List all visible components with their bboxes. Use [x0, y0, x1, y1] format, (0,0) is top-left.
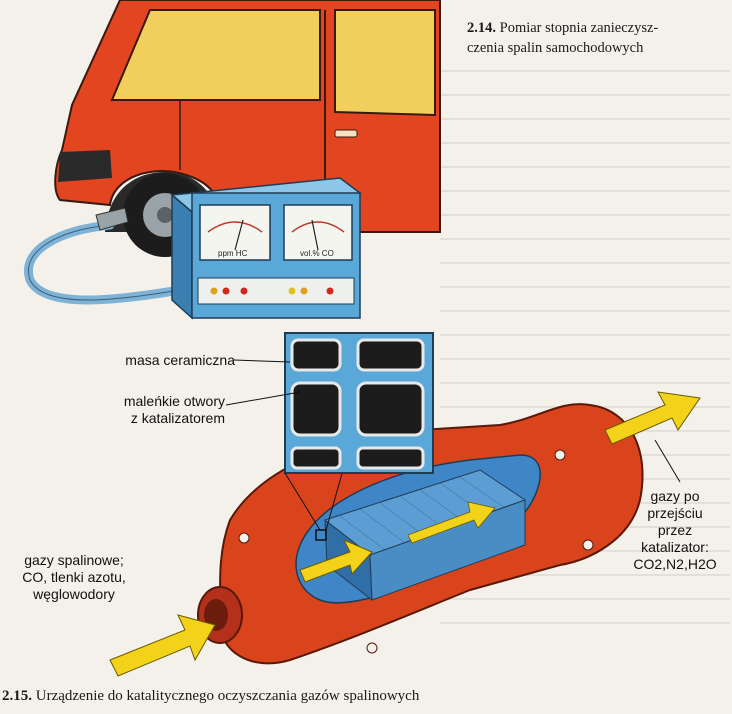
- meter-right-label: vol.% CO: [300, 249, 334, 258]
- label-exhaust-in-line3: węglowodory: [33, 586, 115, 602]
- label-exhaust-in: gazy spalinowe; CO, tlenki azotu, węglow…: [0, 552, 148, 603]
- label-exhaust-out-line2: przejściu: [647, 505, 703, 521]
- figure-2-14-number: 2.14.: [467, 20, 496, 36]
- label-exhaust-out-formula: CO2,N2,H2O: [633, 556, 717, 572]
- figure-2-14-caption-line1: Pomiar stopnia zanieczysz-: [499, 20, 659, 36]
- label-exhaust-out-line3: przez: [657, 522, 693, 538]
- arrow-inner-in: [299, 539, 373, 583]
- figure-2-14-caption: 2.14. Pomiar stopnia zanieczysz- czenia …: [467, 18, 729, 58]
- label-exhaust-out-line1: gazy po: [650, 488, 700, 504]
- label-exhaust-in-line2: CO, tlenki azotu,: [22, 569, 126, 585]
- car-illustration: [54, 0, 441, 257]
- label-small-holes-line2: z katalizatorem: [130, 410, 225, 426]
- label-ceramic-mass: masa ceramiczna: [125, 352, 235, 368]
- figure-2-14-caption-line2: czenia spalin samochodowych: [467, 40, 644, 56]
- label-small-holes: maleńkie otwory z katalizatorem: [95, 393, 225, 427]
- arrow-out: [604, 391, 701, 445]
- figure-2-15-caption-text: Urządzenie do katalitycznego oczyszczani…: [35, 688, 420, 704]
- figure-2-15-caption: 2.15. Urządzenie do katalitycznego oczys…: [2, 686, 702, 706]
- exhaust-analyzer: ppm HC vol.% CO: [170, 177, 362, 320]
- arrow-in: [109, 614, 216, 677]
- label-exhaust-out: gazy po przejściu przez katalizator: CO2…: [622, 488, 728, 573]
- label-small-holes-line1: maleńkie otwory: [123, 393, 225, 409]
- figure-2-15-number: 2.15.: [2, 688, 32, 704]
- meter-left-label: ppm HC: [218, 249, 248, 258]
- ceramic-zoom-inset: [284, 332, 434, 531]
- label-exhaust-out-line4: katalizator:: [641, 539, 709, 555]
- label-exhaust-in-line1: gazy spalinowe;: [24, 552, 124, 568]
- zoom-marker: [315, 529, 327, 541]
